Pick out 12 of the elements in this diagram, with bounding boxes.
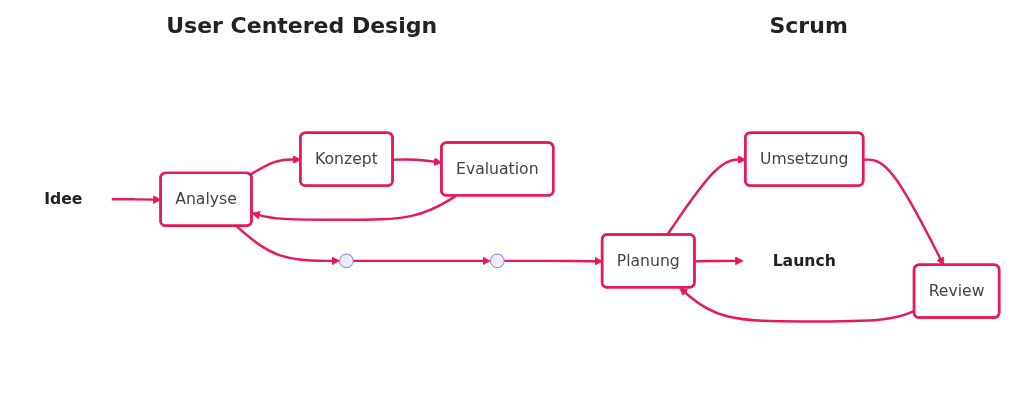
arrow (863, 158, 945, 266)
node-text: Idee (44, 189, 83, 209)
arrow (504, 257, 603, 266)
heading: User Centered Design (166, 12, 438, 38)
arrow (251, 195, 457, 222)
node-text: Launch (772, 251, 836, 271)
arrow (679, 287, 915, 324)
arrow (353, 256, 491, 266)
heading: Scrum (769, 12, 848, 38)
arrow (694, 256, 744, 266)
node-circle (489, 253, 505, 269)
node-circle (339, 253, 354, 269)
